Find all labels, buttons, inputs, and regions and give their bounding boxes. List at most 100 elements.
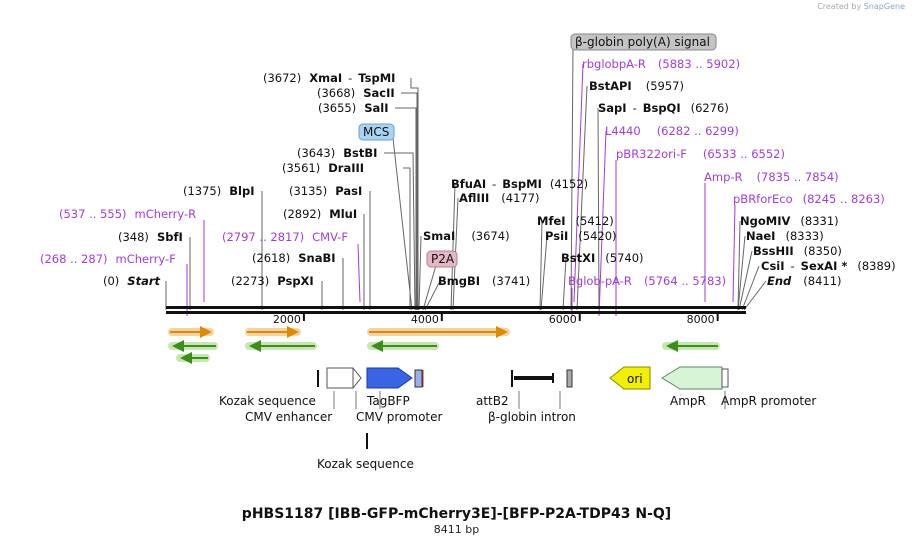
polya-signal-label: β-globin poly(A) signal [575, 35, 710, 49]
feature-label-beta-globin-intron: β-globin intron [488, 410, 576, 424]
site-pspxi: (2273)PspXI [231, 274, 314, 288]
leader-line-bstxi [562, 257, 567, 311]
site-end: End(8411) [767, 274, 842, 288]
ori-label: ori [627, 372, 643, 386]
p2a-box [426, 250, 458, 268]
site-bstapi: BstAPI(5957) [589, 79, 684, 93]
site-sbfi: (348)SbfI [118, 230, 183, 244]
site-bstxi: BstXI(5740) [561, 251, 644, 265]
tick-label: 2000 [273, 313, 301, 326]
feature-label-kozak-lower: Kozak sequence [317, 457, 414, 471]
site-snabi: (2618)SnaBI [252, 251, 336, 265]
leader-line-csii [741, 265, 760, 311]
feature-label-cmv-enhancer: CMV enhancer [245, 410, 332, 424]
snapgene-logo-text: SnapGene [863, 2, 905, 11]
site-bfuai: BfuAI-BspMI(4152) [451, 177, 588, 191]
leader-line-l4440 [598, 130, 607, 317]
tick-label: 8000 [687, 313, 715, 326]
ampr-arrow [661, 366, 723, 390]
p2a-feature [414, 369, 423, 388]
primer-cmv-f: (2797 .. 2817)CMV-F [222, 230, 348, 244]
snapgene-credit: Created by SnapGene [817, 2, 905, 11]
restriction-site-labels: (3672)XmaI-TspMI (3668)SacII (3655)SalI … [103, 71, 896, 288]
label-boxes: β-globin poly(A) signal MCS P2A ori [358, 33, 717, 386]
primer-l4440: L4440(6282 .. 6299) [605, 124, 739, 138]
leader-line-bstbi [384, 152, 416, 311]
feature-label-ampr: AmpR [670, 394, 706, 408]
primer-labels: (537 .. 555)mCherry-R (268 .. 287)mCherr… [40, 57, 885, 288]
site-bsshii: BssHII(8350) [753, 244, 842, 258]
primer-bglob-pa-r: Bglob-pA-R(5764 .. 5783) [568, 274, 726, 288]
polya-signal-box [570, 33, 717, 51]
credit-text: Created by [817, 2, 862, 11]
leader-line-p2a [422, 261, 438, 311]
leader-line-end [743, 280, 767, 311]
leader-line-bsshii [738, 250, 753, 311]
polya-feature [566, 369, 573, 388]
site-aflii: AflIII(4177) [459, 191, 540, 205]
site-draiii: (3561)DraIII [282, 161, 364, 175]
primer-amp-r: Amp-R(7835 .. 7854) [704, 170, 839, 184]
feature-label-ampr-promoter: AmpR promoter [721, 394, 816, 408]
features [317, 366, 729, 449]
leader-line-bfuai [450, 183, 456, 311]
feature-labels: Kozak sequence CMV enhancer TagBFP CMV p… [219, 394, 816, 471]
primer-mcherry-f: (268 .. 287)mCherry-F [40, 252, 176, 266]
leader-line-naei [737, 235, 746, 311]
site-ngomiv: NgoMIV(8331) [740, 214, 839, 228]
primer-rbglobpa-r: rbglobpA-R(5883 .. 5902) [582, 57, 740, 71]
site-mlui: (2892)MluI [283, 207, 357, 221]
site-csii: CsiI-SexAI *(8389) [761, 259, 896, 273]
leader-line-xmai [410, 78, 419, 310]
site-sali: (3655)SalI [318, 101, 389, 115]
site-mfei: MfeI(5412) [537, 214, 614, 228]
leader-line-sacii [401, 92, 418, 310]
site-sacii: (3668)SacII [317, 86, 395, 100]
leader-line-sapi [597, 107, 600, 311]
cmv-enhancer-arrow [326, 367, 362, 389]
leader-line-draiii [403, 167, 411, 310]
enzyme-leader-lines [165, 47, 767, 311]
leader-line-rbglobpa-r [573, 63, 584, 303]
leader-line-bstapi [576, 85, 588, 311]
tick-label: 4000 [411, 313, 439, 326]
leader-line-psii [540, 235, 548, 311]
ampr-promoter-arrow [721, 368, 729, 388]
primer-arrows [168, 326, 720, 364]
plasmid-length: 8411 bp [433, 523, 480, 536]
primer-leader-lines [186, 63, 736, 317]
feature-label-kozak: Kozak sequence [219, 394, 316, 408]
site-pasi: (3135)PasI [289, 184, 362, 198]
leader-line-signal [570, 47, 574, 311]
backbone [166, 306, 746, 314]
feature-label-cmv-promoter: CMV promoter [356, 410, 443, 424]
primer-mcherry-r: (537 .. 555)mCherry-R [59, 207, 196, 221]
site-psii: PsiI(5420) [545, 229, 617, 243]
site-naei: NaeI(8333) [746, 229, 824, 243]
p2a-label: P2A [431, 252, 455, 266]
site-smai: SmaI(3674) [423, 229, 510, 243]
tick-label: 6000 [549, 313, 577, 326]
leader-line-cmv-f [357, 243, 361, 303]
leader-line-mcs [392, 137, 413, 311]
scale-ticks: 2000 4000 6000 8000 [273, 313, 719, 326]
feature-label-tagbfp: TagBFP [366, 394, 410, 408]
site-bmgbi: BmgBI(3741) [438, 274, 530, 288]
mcs-label: MCS [363, 125, 389, 139]
tagbfp-arrow [366, 367, 413, 389]
beta-globin-intron-bar [514, 376, 554, 380]
leader-line-sali [395, 107, 417, 310]
site-sapi: SapI-BspQI(6276) [598, 101, 729, 115]
feature-label-attb2: attB2 [476, 394, 509, 408]
leader-line-pbrforeco [732, 204, 736, 303]
site-bstbi: (3643)BstBI [297, 146, 377, 160]
leader-line-bmgbi [424, 280, 441, 311]
leader-line-ngomiv [737, 220, 741, 311]
primer-pbr322ori-f: pBR322ori-F(6533 .. 6552) [616, 147, 785, 161]
leader-line-mfei [539, 220, 543, 311]
plasmid-title: pHBS1187 [IBB-GFP-mCherry3E]-[BFP-P2A-TD… [241, 506, 672, 522]
leader-line-smai [418, 235, 422, 311]
mcs-box [358, 123, 395, 141]
site-start: (0)Start [103, 274, 161, 288]
